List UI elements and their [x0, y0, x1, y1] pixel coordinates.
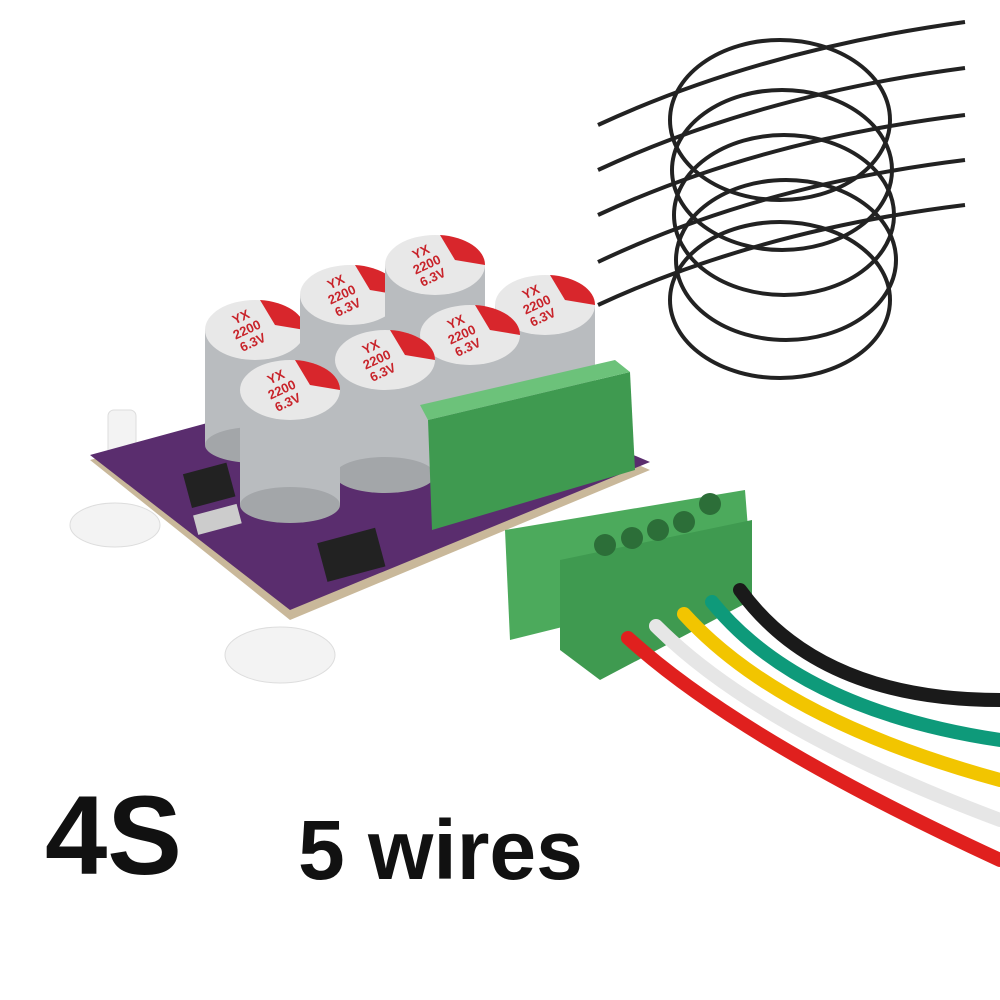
capacitor: YX 2200 6.3V	[240, 360, 341, 523]
cell-count-label: 4S	[45, 773, 182, 898]
wire	[733, 583, 1000, 707]
wire	[677, 607, 1000, 787]
terminal-connectors	[420, 360, 752, 680]
capacitor: YX 2200 6.3V	[335, 330, 436, 493]
wire	[649, 619, 1000, 827]
capacitor-marking-brand: YX	[410, 241, 432, 262]
capacitor-marking-brand: YX	[520, 281, 542, 302]
capacitor-marking-brand: YX	[445, 311, 467, 332]
wire	[621, 631, 1000, 867]
power-wires	[621, 583, 1000, 867]
wire-count-label: 5 wires	[298, 803, 583, 897]
capacitor-marking-brand: YX	[325, 271, 347, 292]
coiled-sense-wires	[597, 20, 966, 380]
capacitor-marking-brand: YX	[265, 366, 287, 387]
wire	[705, 595, 1000, 747]
capacitor-marking-brand: YX	[230, 306, 252, 327]
capacitor-marking-brand: YX	[360, 336, 382, 357]
